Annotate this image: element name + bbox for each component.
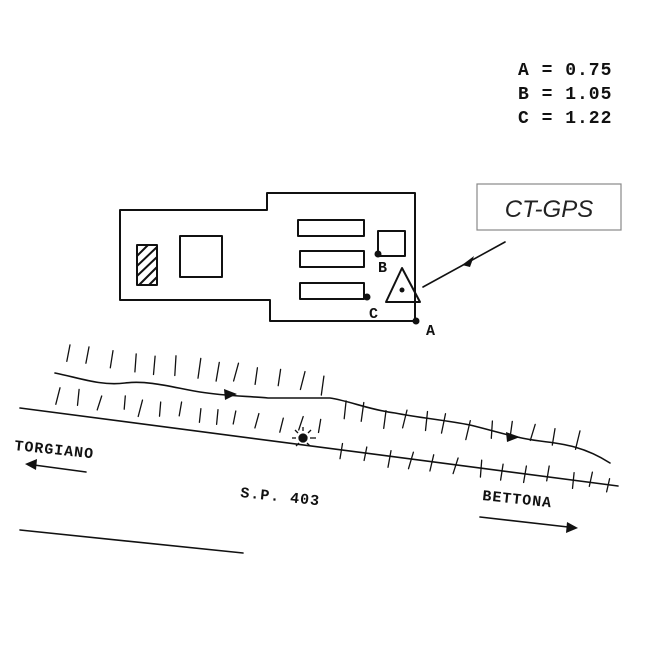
road-edge-lower	[19, 529, 244, 554]
point-c-dot	[363, 293, 371, 301]
hatch-mark	[66, 344, 71, 363]
hatch-mark	[254, 412, 260, 429]
direction-right-arrow-shaft	[479, 516, 569, 528]
legend-c: C = 1.22	[518, 109, 612, 129]
hatch-mark	[429, 454, 435, 472]
ditch-line	[54, 372, 611, 464]
hatch-mark	[137, 399, 144, 418]
legend-a: A = 0.75	[518, 61, 612, 81]
hatch-mark	[55, 387, 61, 405]
hatch-mark	[383, 410, 387, 430]
hatch-mark	[546, 465, 550, 482]
legend-b: B = 1.05	[518, 85, 612, 105]
direction-right: BETTONA	[479, 488, 578, 533]
hatch-mark	[401, 409, 408, 429]
gps-station-marker	[385, 267, 421, 303]
hatch-mark	[198, 408, 202, 423]
direction-left-arrow-head	[25, 459, 37, 470]
building	[119, 192, 416, 322]
bar-bottom	[299, 282, 365, 300]
hatch-mark	[509, 420, 513, 441]
hatch-mark	[123, 395, 126, 410]
hatch-mark	[232, 362, 240, 382]
hatch-mark	[317, 418, 322, 434]
hatch-mark	[197, 357, 202, 379]
hatch-mark	[85, 346, 90, 364]
hatch-mark	[277, 368, 282, 387]
hatch-mark	[529, 423, 536, 442]
bar-middle	[299, 250, 365, 268]
hatch-mark	[298, 415, 304, 431]
survey-points: B C A	[363, 250, 435, 340]
hatch-mark	[424, 410, 429, 432]
hatch-mark	[490, 420, 494, 439]
hatch-mark	[574, 430, 581, 450]
station-label-text: CT-GPS	[505, 196, 593, 223]
hatch-mark	[134, 353, 137, 373]
hatch-mark	[440, 413, 447, 434]
hatch-mark	[178, 401, 183, 417]
point-a-dot	[412, 317, 420, 325]
measurement-legend: A = 0.75 B = 1.05 C = 1.22	[518, 61, 612, 129]
station-label: CT-GPS	[422, 183, 622, 288]
direction-right-arrow-head	[566, 522, 578, 533]
hatch-mark	[320, 375, 325, 396]
embankment	[54, 344, 611, 493]
bar-top	[297, 219, 365, 237]
hatch-mark	[343, 400, 347, 420]
station-center-dot	[399, 287, 405, 293]
station-triangle	[385, 267, 421, 303]
building-outline	[119, 192, 416, 322]
direction-left-arrow-shaft	[33, 464, 87, 473]
direction-right-label: BETTONA	[481, 488, 552, 512]
hatching	[136, 244, 158, 286]
road-edge-upper	[19, 407, 619, 487]
hatch-mark	[465, 419, 471, 441]
hatch-mark	[551, 428, 556, 446]
hatch-mark	[158, 401, 162, 417]
hatch-mark	[174, 355, 177, 377]
road-name: S.P. 403	[239, 485, 320, 510]
flow-arrow-1	[224, 389, 237, 400]
station-label-box	[476, 183, 622, 231]
small-box	[377, 230, 406, 257]
point-b-dot	[374, 250, 382, 258]
hatch-mark	[232, 410, 237, 425]
hatch-mark	[76, 388, 80, 406]
direction-left-label: TORGIANO	[13, 438, 94, 463]
hatch-mark	[152, 355, 156, 376]
hatch-mark	[279, 417, 284, 433]
hatch-mark	[360, 401, 365, 422]
slope-hatch-marks	[55, 344, 611, 493]
square-room	[179, 235, 223, 278]
flow-arrow-2	[506, 432, 520, 442]
hatch-mark	[254, 367, 259, 386]
hatch-mark	[407, 451, 415, 470]
hatch-mark	[499, 463, 504, 481]
hatch-mark	[299, 370, 306, 391]
hatch-mark	[339, 442, 344, 460]
hatch-mark	[215, 409, 219, 425]
hatch-mark	[452, 457, 459, 475]
hatch-mark	[387, 450, 392, 468]
station-pointer-arrowhead	[462, 256, 474, 267]
hatch-mark	[109, 350, 114, 369]
hatch-mark	[588, 471, 594, 488]
point-b-label: B	[378, 260, 387, 277]
point-a-label: A	[426, 323, 435, 340]
hatch-mark	[96, 395, 103, 411]
hatch-mark	[215, 361, 220, 382]
direction-left: TORGIANO	[13, 438, 95, 473]
point-c-label: C	[369, 306, 378, 323]
